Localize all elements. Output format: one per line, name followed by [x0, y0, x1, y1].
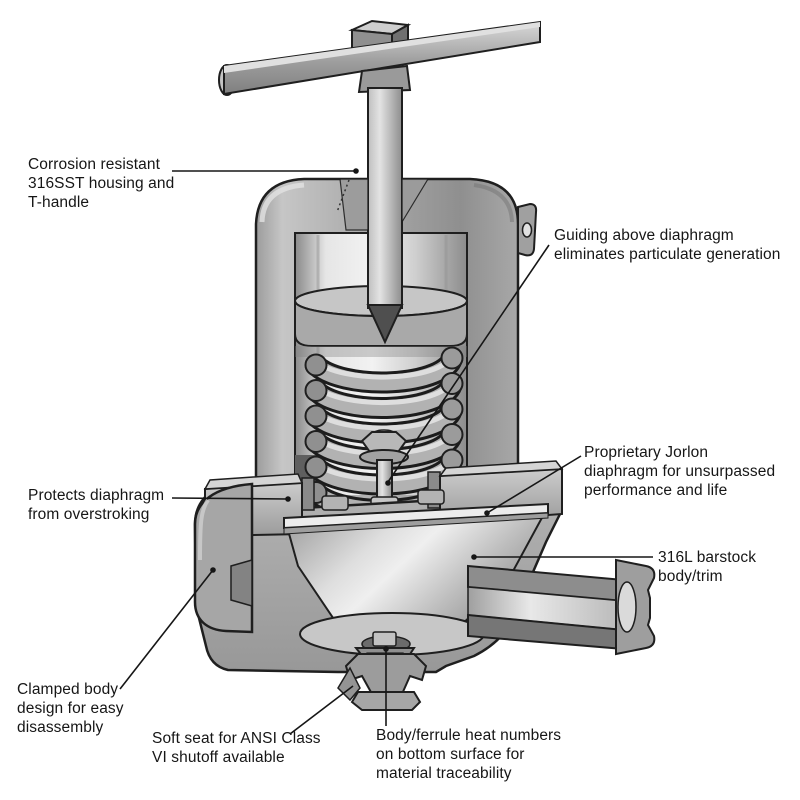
- leader-clamped-body: [119, 569, 214, 690]
- housing-top-notch: [336, 178, 430, 231]
- callout-barstock-body: 316L barstock body/trim: [658, 549, 757, 586]
- callout-protects-diaphragm: Protects diaphragm from overstroking: [28, 487, 165, 524]
- outlet-port: [467, 558, 656, 656]
- callout-soft-seat: Soft seat for ANSI Class VI shutoff avai…: [152, 730, 321, 767]
- callout-clamped-body: Clamped body design for easy disassembly: [17, 681, 124, 737]
- mounting-tab: [517, 202, 538, 257]
- upper-stem: [366, 87, 404, 345]
- leader-soft-seat: [289, 685, 354, 735]
- leader-lines: [119, 168, 653, 735]
- adjusting-nut: [359, 429, 409, 465]
- t-handle: [218, 20, 541, 96]
- hub-lower-flare: [357, 64, 412, 94]
- clamp-ring: [193, 482, 254, 634]
- diaphragm: [283, 489, 549, 535]
- leader-guiding: [387, 244, 550, 483]
- callout-guiding-above-diaphragm: Guiding above diaphragm eliminates parti…: [554, 227, 781, 264]
- callout-heat-numbers: Body/ferrule heat numbers on bottom surf…: [376, 727, 562, 783]
- callout-corrosion-resistant-housing: Corrosion resistant 316SST housing and T…: [28, 156, 175, 212]
- leader-overstroke: [171, 497, 288, 500]
- leader-jorlon: [486, 455, 582, 514]
- callout-jorlon-diaphragm: Proprietary Jorlon diaphragm for unsurpa…: [584, 444, 776, 500]
